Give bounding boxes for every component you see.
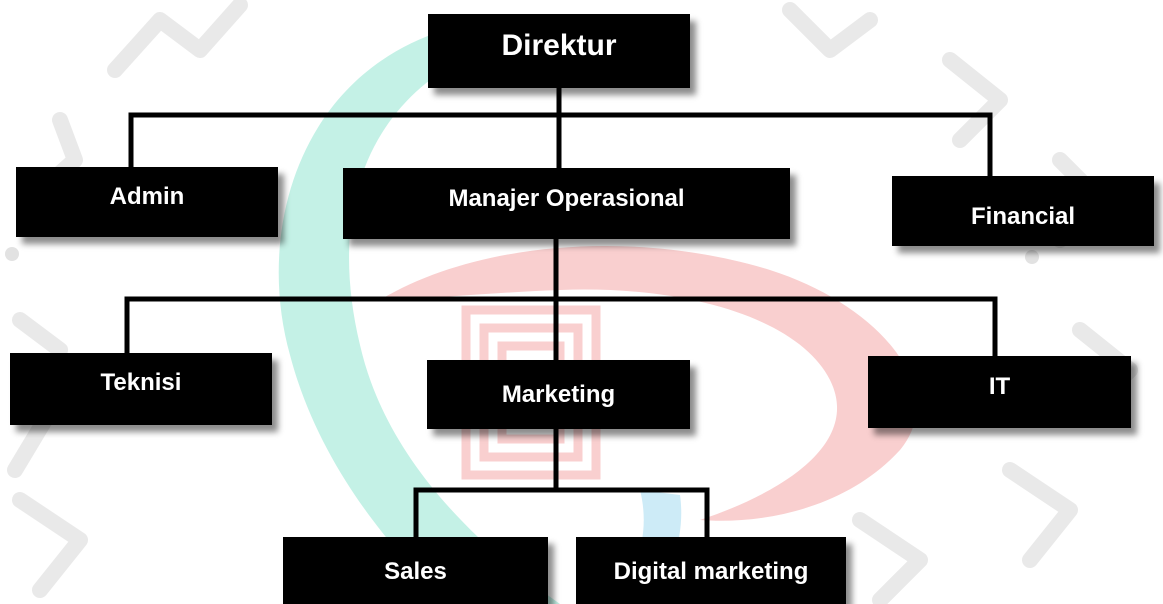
org-node-sales: Sales (283, 537, 548, 604)
org-node-manajer-operasional: Manajer Operasional (343, 168, 790, 239)
org-node-financial: Financial (892, 176, 1154, 246)
org-node-label: Digital marketing (613, 557, 809, 585)
org-node-label: Sales (384, 557, 447, 585)
org-node-digital-marketing: Digital marketing (576, 537, 846, 604)
org-node-direktur: Direktur (428, 14, 690, 88)
watermark-dot-left (5, 247, 19, 261)
watermark-dot-right (1025, 250, 1039, 264)
org-node-label: IT (988, 373, 1011, 400)
org-node-label: Financial (970, 203, 1076, 230)
org-node-marketing: Marketing (427, 360, 690, 429)
watermark-red-swoosh (380, 246, 917, 521)
org-node-label: Manajer Operasional (448, 184, 685, 212)
org-node-label: Teknisi (100, 369, 182, 396)
org-node-label: Marketing (501, 380, 616, 408)
org-node-it: IT (868, 356, 1131, 428)
org-node-admin: Admin (16, 167, 278, 237)
org-node-label: Admin (109, 183, 185, 210)
org-node-label: Direktur (501, 29, 617, 62)
org-node-teknisi: Teknisi (10, 353, 272, 425)
